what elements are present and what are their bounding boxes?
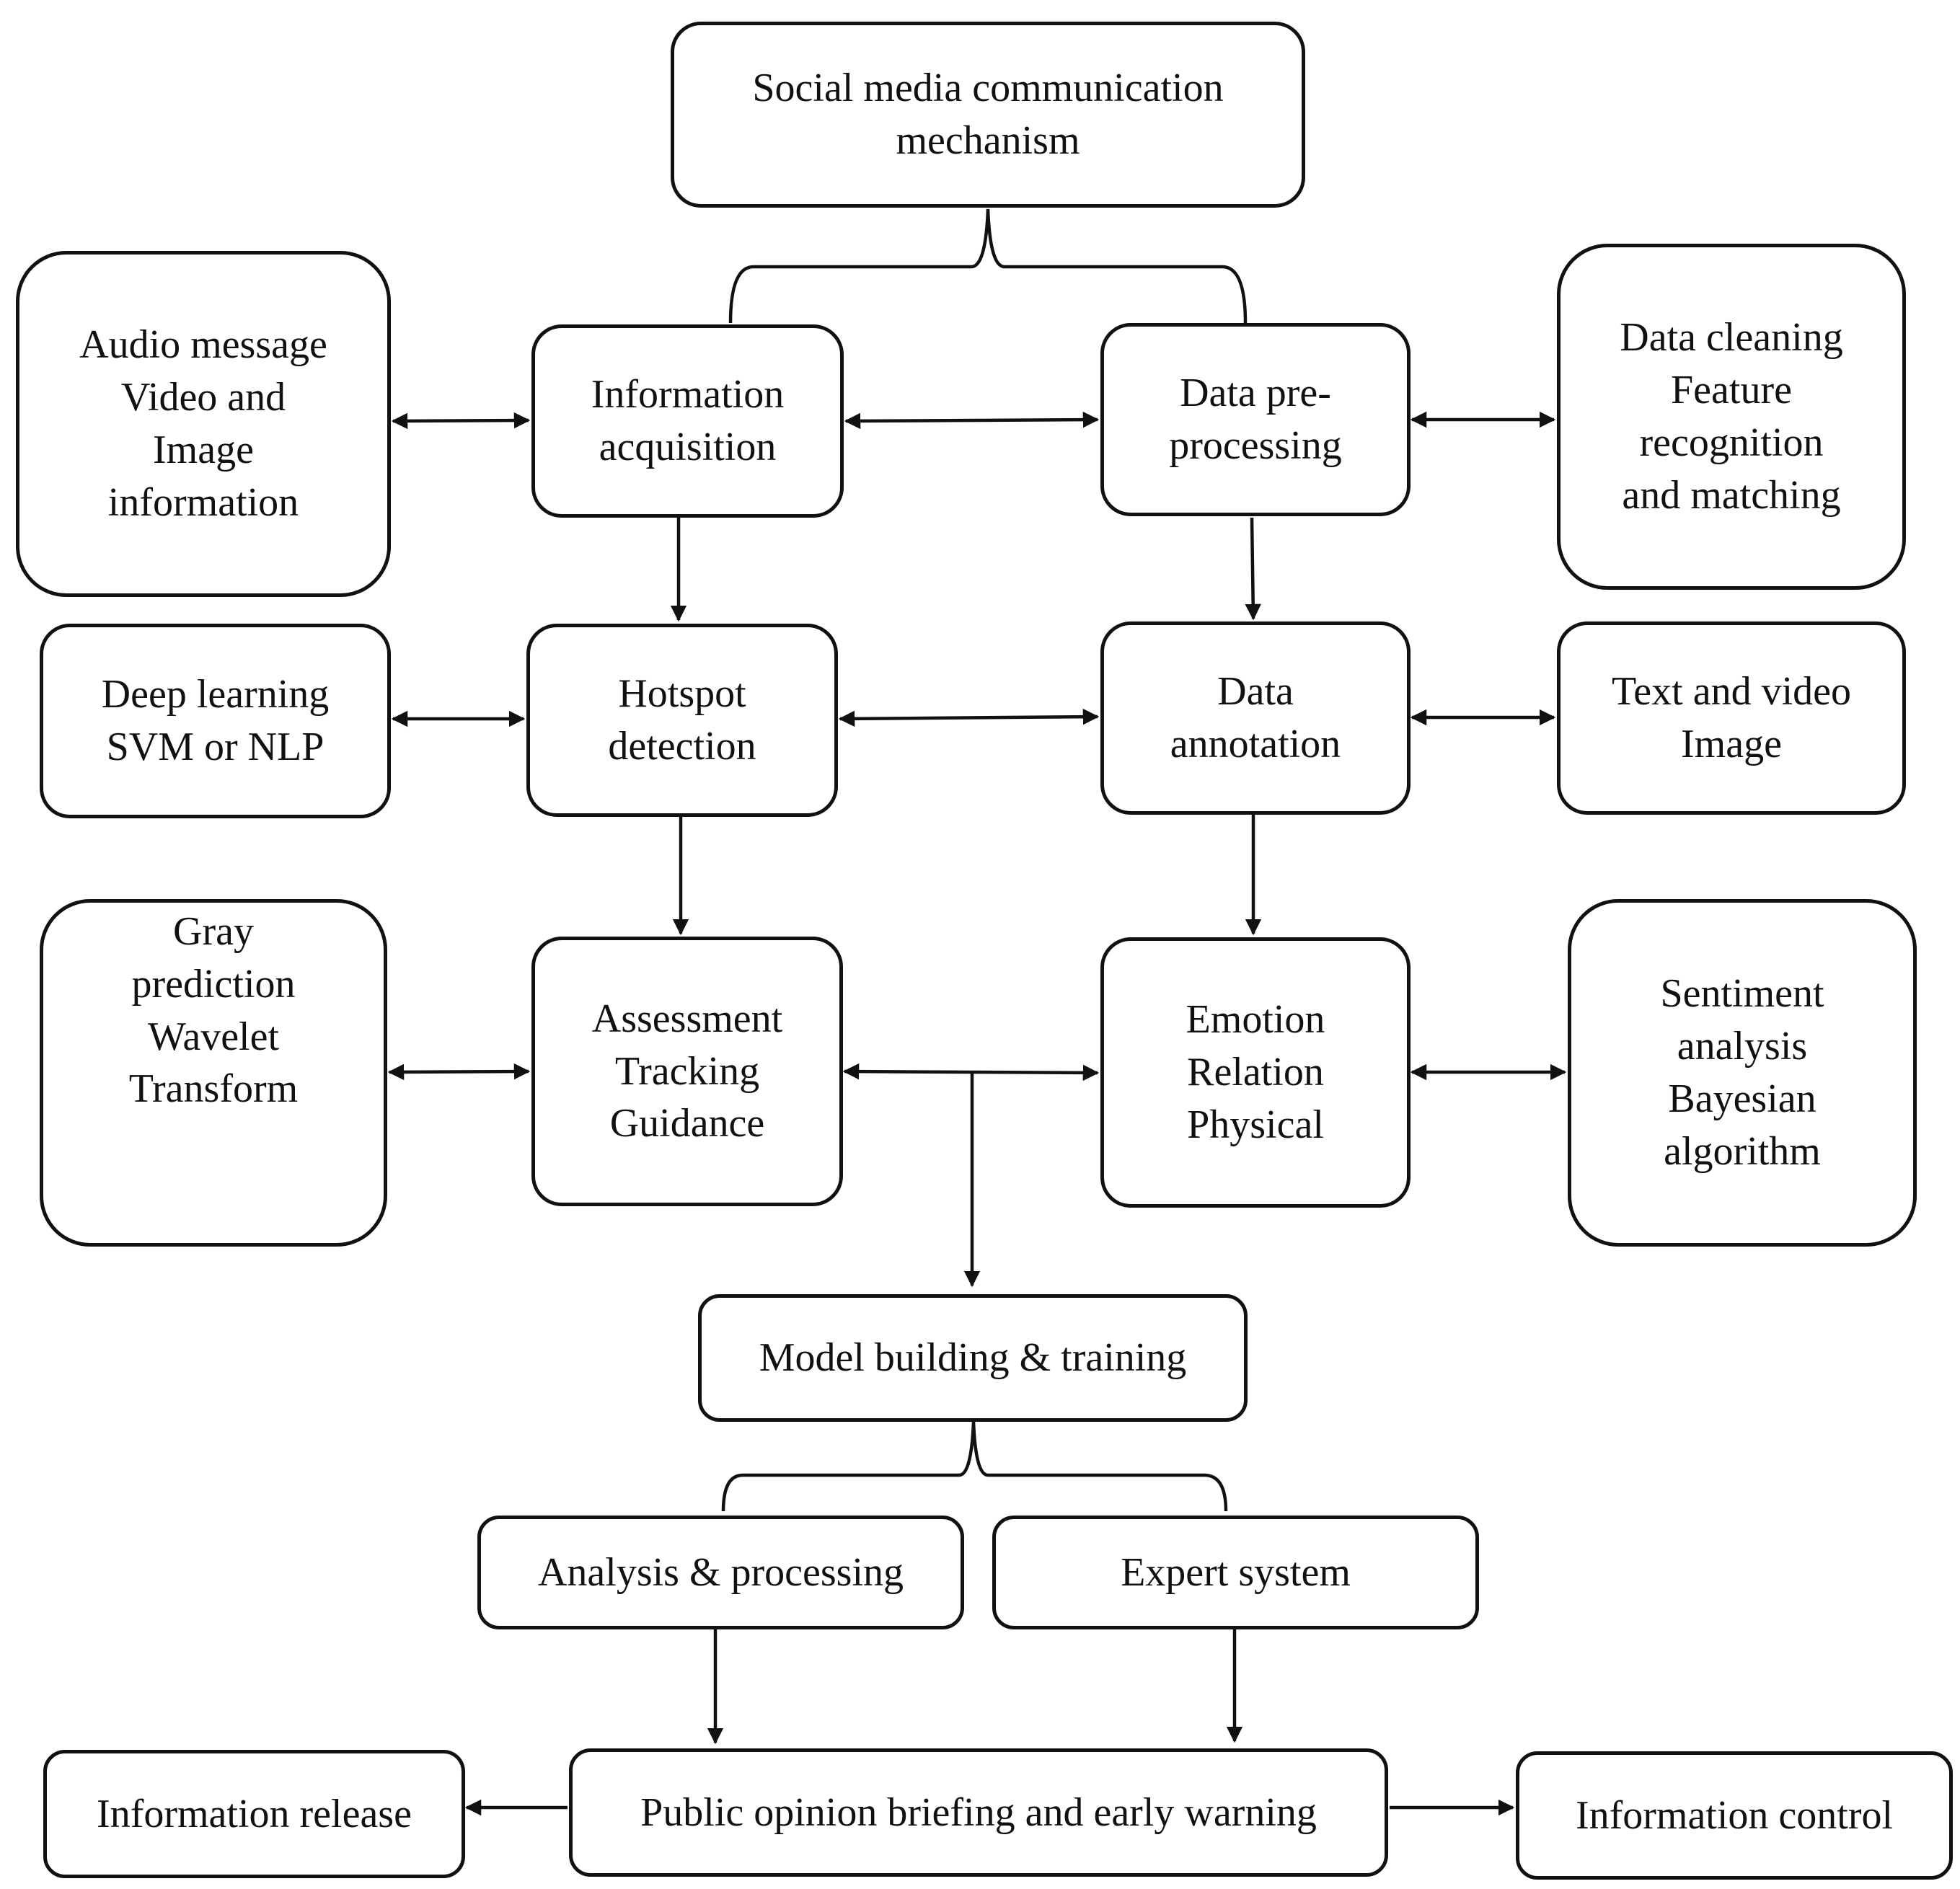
node-text-line: Data pre- <box>1180 371 1331 416</box>
node-public-opinion-briefing: Public opinion briefing and early warnin… <box>569 1748 1388 1877</box>
node-text-line: SVM or NLP <box>106 725 325 769</box>
node-text-line: recognition <box>1639 420 1824 465</box>
node-text-line: Data cleaning <box>1620 315 1843 360</box>
arrow-info-datapre <box>844 411 1100 430</box>
node-information-control: Information control <box>1516 1751 1953 1880</box>
node-text-line: Wavelet <box>147 1014 280 1059</box>
node-text-line: algorithm <box>1664 1128 1821 1174</box>
node-text-line: prediction <box>131 961 296 1007</box>
node-expert-system: Expert system <box>992 1516 1479 1629</box>
node-information-acquisition: Information acquisition <box>531 324 844 518</box>
node-text-line: annotation <box>1170 722 1341 766</box>
node-text-line: information <box>107 479 299 525</box>
node-text-line: processing <box>1169 423 1342 468</box>
node-text-line: Information release <box>97 1791 412 1836</box>
arrow-datapre-annotation <box>1245 517 1261 621</box>
node-data-annotation: Data annotation <box>1100 621 1411 815</box>
brace-root <box>728 208 1248 324</box>
node-text-line: Guidance <box>609 1101 765 1146</box>
node-text-line: mechanism <box>896 118 1080 163</box>
node-text-line: detection <box>608 724 756 769</box>
node-text-line: and matching <box>1622 472 1841 518</box>
node-text-line: Gray <box>173 909 254 954</box>
node-text-line: Model building & training <box>759 1335 1187 1381</box>
node-text-line: Bayesian <box>1668 1076 1816 1121</box>
node-text-line: Video and <box>120 375 286 420</box>
node-text-line: Relation <box>1187 1050 1324 1095</box>
node-hotspot-detection: Hotspot detection <box>526 624 838 817</box>
node-text-line: Transform <box>128 1066 299 1112</box>
node-text-line: Analysis & processing <box>537 1549 904 1595</box>
node-text-line: Text and video <box>1612 669 1851 715</box>
node-text-line: Assessment <box>591 996 783 1041</box>
node-data-preprocessing: Data pre-processing <box>1100 323 1411 516</box>
node-information-release: Information release <box>43 1750 465 1878</box>
node-social-media-mechanism: Social media communication mechanism <box>671 22 1305 208</box>
node-text-line: Deep learning <box>101 672 330 717</box>
node-text-line: Audio message <box>79 322 327 368</box>
node-text-line: Expert system <box>1121 1549 1351 1595</box>
node-text-line: Information <box>591 372 785 417</box>
arrow-gray-assessment <box>387 1063 531 1081</box>
node-text-line: Hotspot <box>618 671 746 717</box>
node-text-line: Image <box>153 428 254 472</box>
node-model-building: Model building & training <box>698 1294 1248 1422</box>
node-text-line: Sentiment <box>1660 971 1824 1017</box>
node-text-line: Information control <box>1575 1792 1894 1838</box>
node-text-line: Emotion <box>1186 997 1325 1043</box>
node-text-line: Public opinion briefing and early warnin… <box>640 1790 1317 1835</box>
node-text-line: Data <box>1217 669 1294 715</box>
node-text-line: Tracking <box>614 1048 760 1094</box>
arrow-hotspot-annotation <box>838 708 1100 727</box>
node-text-line: acquisition <box>599 425 777 469</box>
node-text-line: Physical <box>1187 1102 1324 1147</box>
node-text-line: Social media communication <box>752 66 1224 111</box>
node-text-line: analysis <box>1677 1024 1808 1069</box>
brace-model <box>721 1421 1228 1512</box>
arrow-audio-info <box>391 412 531 430</box>
node-text-line: Feature <box>1671 368 1792 413</box>
node-analysis-processing: Analysis & processing <box>477 1516 964 1629</box>
node-text-line: Image <box>1681 722 1782 766</box>
